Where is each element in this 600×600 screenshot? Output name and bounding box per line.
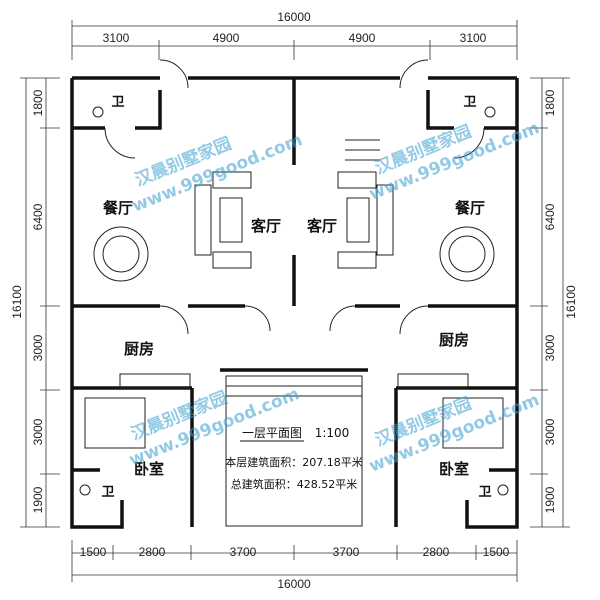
label-kitchen-right: 厨房 xyxy=(439,331,469,349)
dim-bottom-4: 3700 xyxy=(333,545,360,559)
label-bathroom-top-right: 卫 xyxy=(463,95,476,110)
dim-left-2: 6400 xyxy=(31,203,45,230)
label-bathroom-bottom-right: 卫 xyxy=(478,485,491,500)
dim-bottom-2: 2800 xyxy=(139,545,166,559)
watermarks: 汉晨别墅家园 www.999good.com 汉晨别墅家园 www.999goo… xyxy=(126,118,542,477)
label-living-left: 客厅 xyxy=(250,217,281,235)
total-area-note: 总建筑面积：428.52平米 xyxy=(231,477,358,491)
dim-right-5: 1900 xyxy=(543,486,557,513)
dim-top-1: 3100 xyxy=(103,31,130,45)
dim-bottom-1: 1500 xyxy=(80,545,107,559)
plan-title: 一层平面图 xyxy=(242,426,302,440)
dim-right-2: 6400 xyxy=(543,203,557,230)
dim-bottom-5: 2800 xyxy=(423,545,450,559)
label-bedroom-left: 卧室 xyxy=(134,460,164,478)
dimension-lines xyxy=(20,20,570,582)
floor-area-note: 本层建筑面积：207.18平米 xyxy=(225,455,363,469)
label-kitchen-left: 厨房 xyxy=(124,340,154,358)
label-bathroom-top-left: 卫 xyxy=(111,95,124,110)
dim-top-4: 3100 xyxy=(460,31,487,45)
dim-right-3: 3000 xyxy=(543,334,557,361)
plan-details xyxy=(79,59,509,527)
label-bathroom-bottom-left: 卫 xyxy=(101,485,114,500)
dim-bottom-3: 3700 xyxy=(230,545,257,559)
dim-left-1: 1800 xyxy=(31,89,45,116)
label-dining-left: 餐厅 xyxy=(103,199,133,217)
walls xyxy=(70,76,519,529)
dim-left-3: 3000 xyxy=(31,334,45,361)
plan-scale: 1:100 xyxy=(315,426,350,440)
label-dining-right: 餐厅 xyxy=(455,199,485,217)
dim-right-1: 1800 xyxy=(543,89,557,116)
label-bedroom-right: 卧室 xyxy=(439,460,469,478)
dim-right-4: 3000 xyxy=(543,418,557,445)
dim-top-total: 16000 xyxy=(277,10,311,24)
dim-bottom-6: 1500 xyxy=(483,545,510,559)
dim-left-5: 1900 xyxy=(31,486,45,513)
dim-left-4: 3000 xyxy=(31,418,45,445)
dim-left-total: 16100 xyxy=(10,285,24,319)
dim-top-3: 4900 xyxy=(349,31,376,45)
dim-right-total: 16100 xyxy=(564,285,578,319)
label-living-right: 客厅 xyxy=(306,217,337,235)
dim-top-2: 4900 xyxy=(213,31,240,45)
dim-bottom-total: 16000 xyxy=(277,577,311,591)
